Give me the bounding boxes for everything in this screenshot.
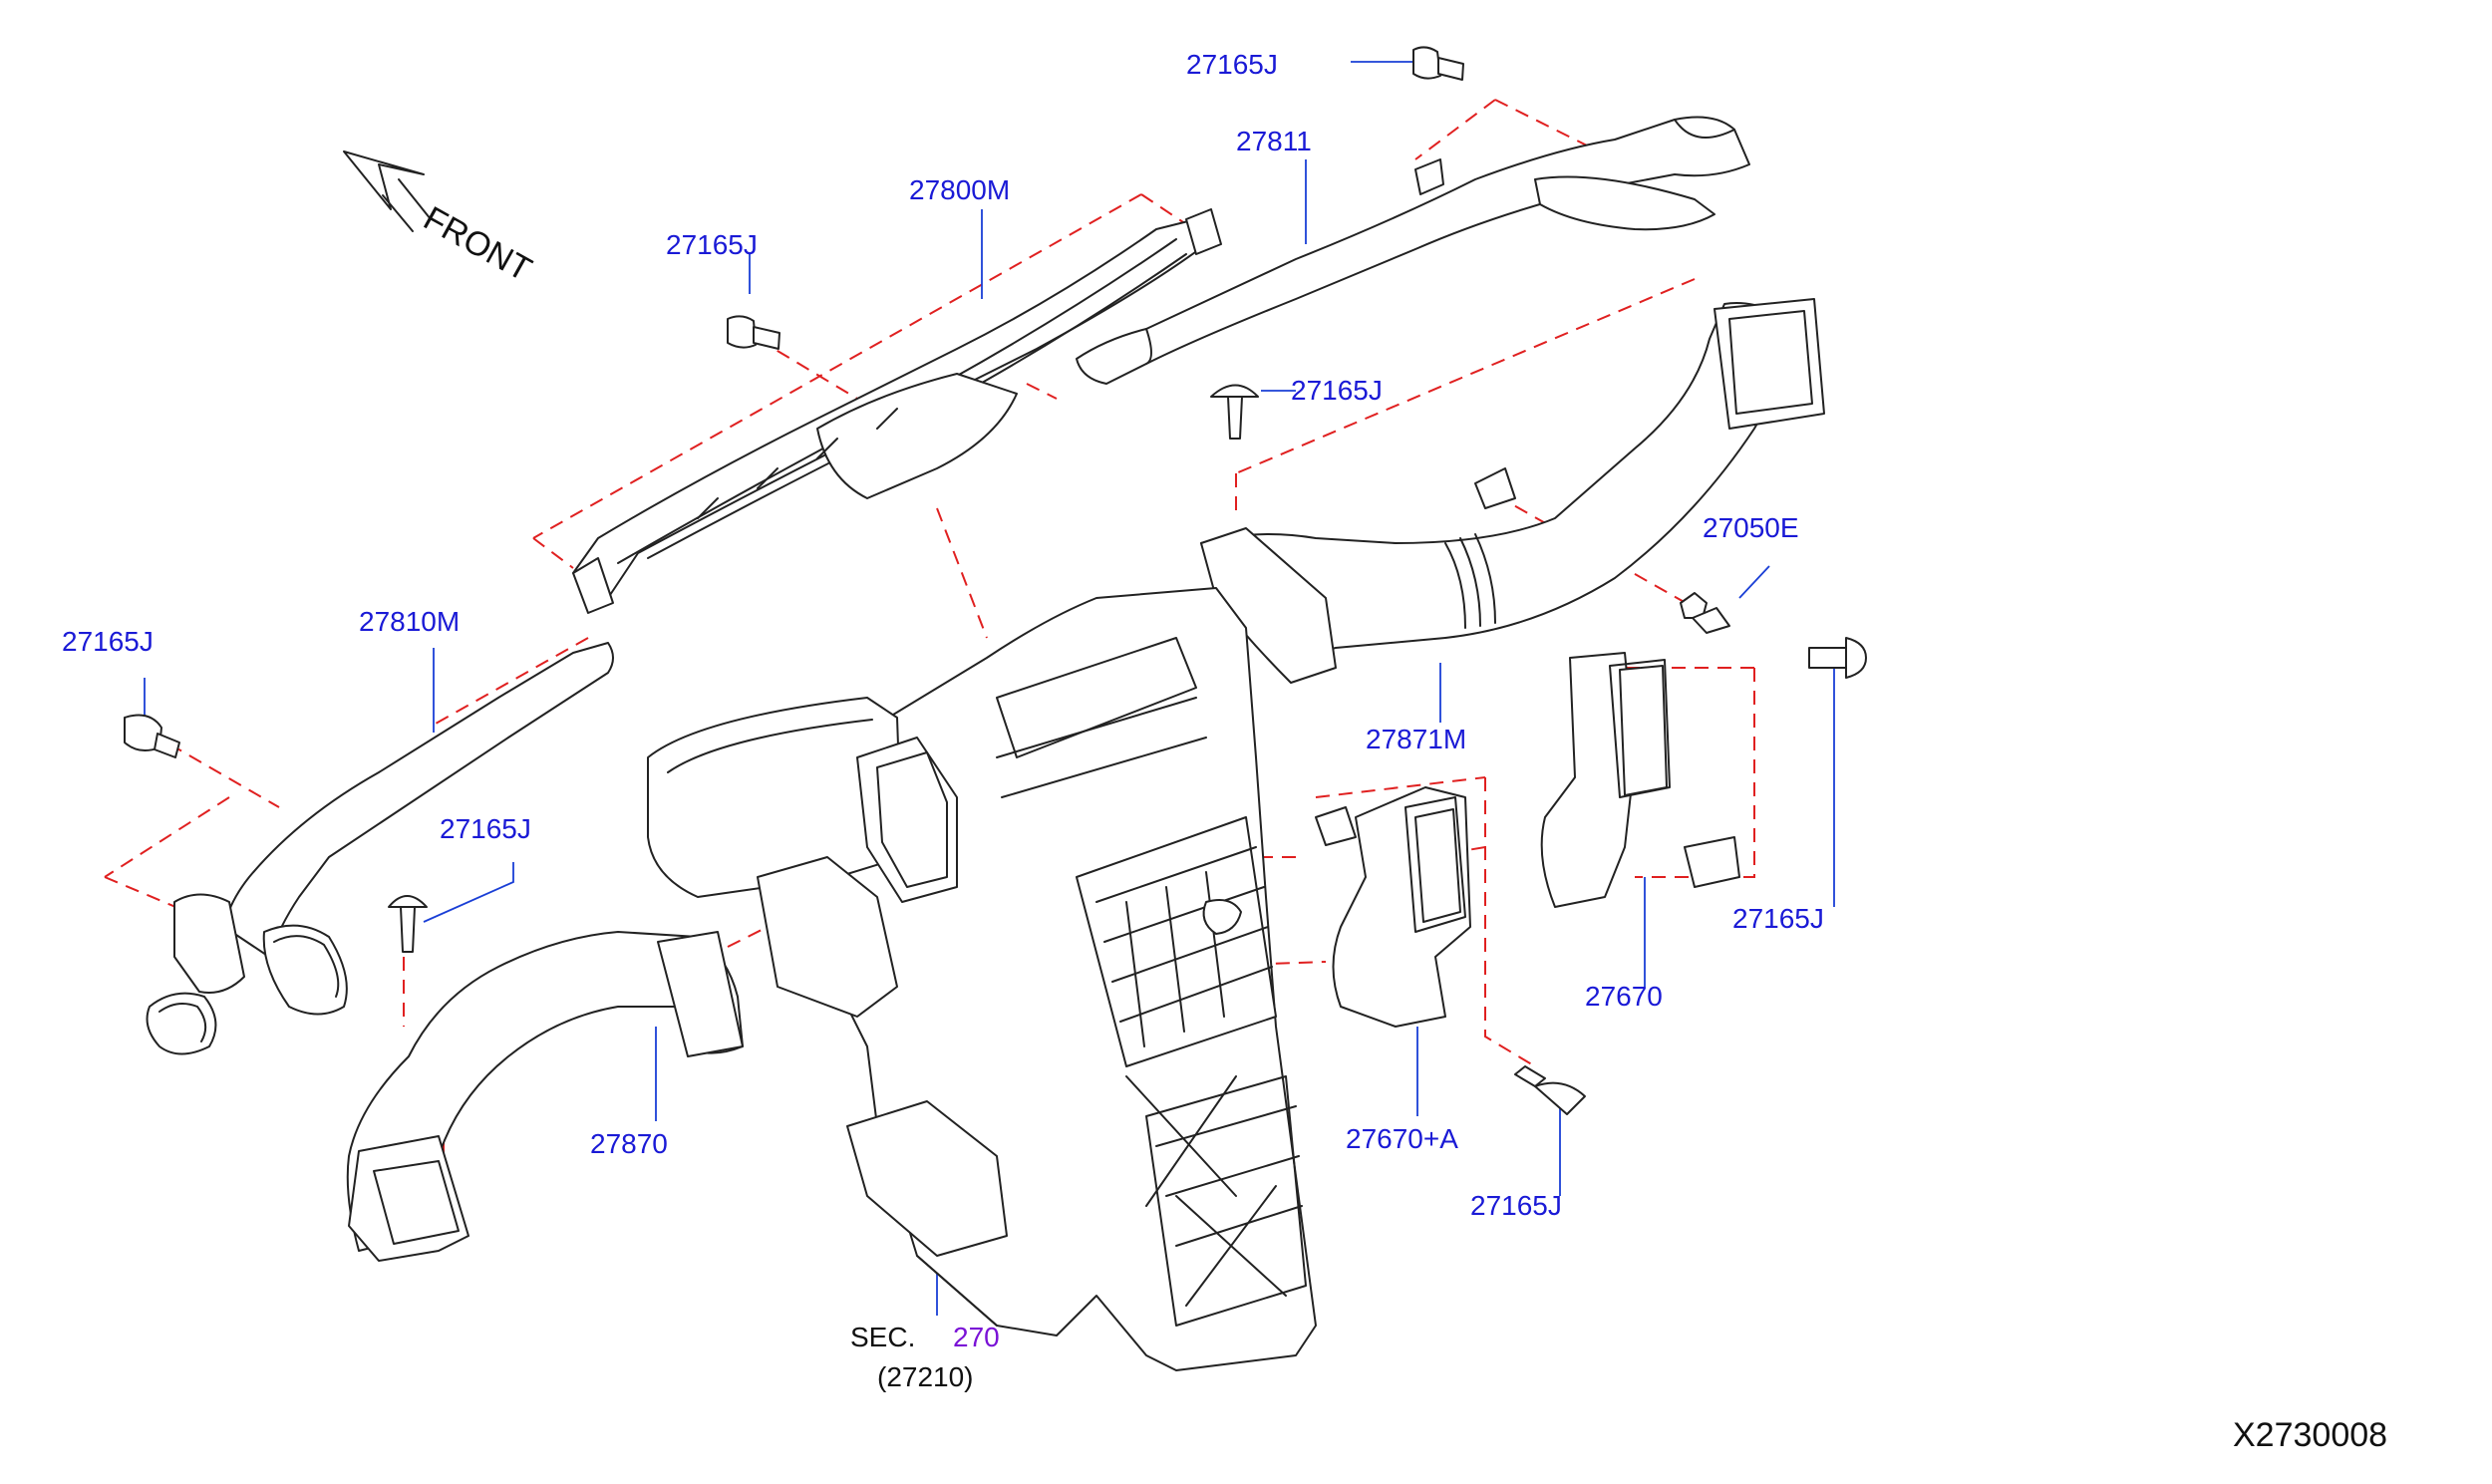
part-label-27800m[interactable]: 27800M — [909, 174, 1011, 205]
diagram-id: X2730008 — [2233, 1416, 2388, 1454]
part-label-27165j[interactable]: 27165J — [1470, 1190, 1562, 1221]
part-label-27811[interactable]: 27811 — [1236, 126, 1312, 156]
front-arrow-icon — [343, 150, 432, 232]
bolt-icon — [727, 315, 780, 350]
part-label-27165j[interactable]: 27165J — [1291, 375, 1383, 406]
part-label-27871m[interactable]: 27871M — [1366, 724, 1467, 754]
heater-unit — [647, 587, 1317, 1371]
vent-27670 — [1540, 652, 1740, 908]
bolt-icon — [1412, 46, 1464, 81]
part-label-27165j[interactable]: 27165J — [440, 813, 531, 844]
part-label-27050e[interactable]: 27050E — [1703, 512, 1799, 543]
part-label-27670[interactable]: 27670 — [1585, 981, 1663, 1012]
part-label-27165j[interactable]: 27165J — [62, 626, 154, 657]
part-label-27165j[interactable]: 27165J — [1732, 903, 1824, 934]
part-label-27870[interactable]: 27870 — [590, 1128, 668, 1159]
duct-27810M — [146, 642, 614, 1055]
clip-icon — [1680, 592, 1730, 634]
clip-icon — [1210, 384, 1259, 440]
part-label-27670-a[interactable]: 27670+A — [1346, 1123, 1458, 1154]
nozzle-27800M — [572, 208, 1222, 614]
clip-icon — [388, 895, 428, 953]
vent-27670-a — [1315, 786, 1471, 1028]
part-label-27165j[interactable]: 27165J — [666, 229, 758, 260]
bolt-icon — [124, 714, 180, 758]
clip-icon — [1514, 1065, 1586, 1115]
duct-27870 — [346, 931, 744, 1262]
part-label-27810m[interactable]: 27810M — [359, 606, 461, 637]
callout-leaders — [144, 61, 1835, 1316]
section-prefix: SEC. — [850, 1322, 916, 1352]
section-part-number: (27210) — [877, 1361, 974, 1392]
duct-27871M — [1200, 298, 1825, 684]
bolt-icon — [1808, 637, 1867, 679]
part-label-27165j[interactable]: 27165J — [1186, 49, 1278, 80]
section-number-link[interactable]: 270 — [953, 1322, 1000, 1352]
duct-27811 — [1076, 116, 1750, 385]
